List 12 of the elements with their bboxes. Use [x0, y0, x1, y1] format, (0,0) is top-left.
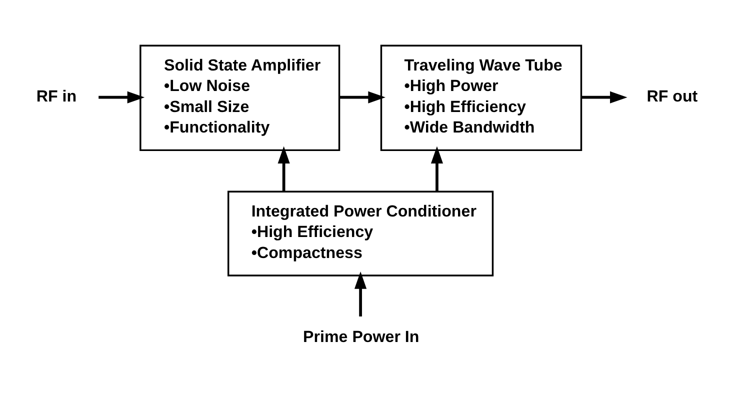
- node-text: Prime Power In: [303, 328, 420, 346]
- arrow: [98, 91, 145, 104]
- arrow: [430, 146, 444, 192]
- node-box: Integrated Power Conditioner •High Efficiency •Compactness: [227, 190, 494, 276]
- arrow: [339, 91, 386, 104]
- node-box: Traveling Wave Tube •High Power •High Efficiency •Wide Bandwidth: [380, 44, 582, 152]
- node-box: Solid State Amplifier •Low Noise •Small Size •Functionality: [140, 44, 340, 152]
- arrow: [582, 91, 628, 104]
- arrow: [354, 272, 367, 316]
- node-text: RF out: [646, 88, 698, 106]
- arrow: [278, 146, 290, 192]
- node-text: RF in: [36, 88, 77, 106]
